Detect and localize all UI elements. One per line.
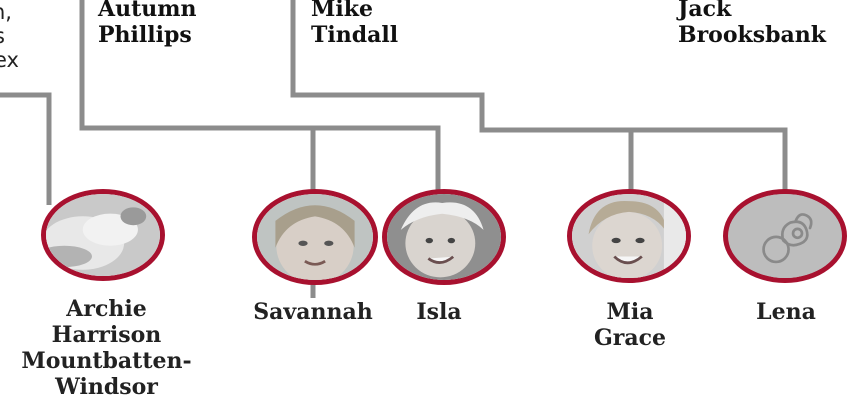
child-name-archie: Archie Harrison Mountbatten- Windsor [0, 296, 213, 400]
child-name-lena: Lena [724, 299, 848, 325]
parent-name-line: Brooksbank [678, 22, 827, 48]
parent-name-line: Tindall [311, 22, 399, 48]
pacifier-icon [729, 194, 841, 278]
connector-tindall [290, 0, 788, 190]
child-name-line: Mountbatten- [21, 348, 192, 374]
connector-archie [0, 92, 52, 205]
child-name-line: Isla [416, 299, 462, 325]
parent-label-autumn-phillips: Autumn Phillips [98, 0, 197, 48]
child-name-line: Mia [606, 299, 654, 325]
connector-phillips [79, 0, 441, 190]
photo-isla [382, 189, 506, 285]
child-name-line: Savannah [253, 299, 373, 325]
photo-lena-placeholder [723, 189, 847, 283]
parent-label-partial-line: ex [0, 48, 19, 72]
parent-label-jack-brooksbank: Jack Brooksbank [678, 0, 826, 48]
parent-name-line: Autumn [98, 0, 197, 22]
child-name-line: Lena [756, 299, 816, 325]
photo-archie [41, 189, 165, 281]
child-name-line: Grace [593, 325, 667, 351]
photo-mia-grace [567, 189, 691, 283]
parent-name-line: Phillips [98, 22, 192, 48]
child-name-line: Archie [66, 296, 147, 322]
parent-label-mike-tindall: Mike Tindall [311, 0, 398, 48]
child-name-line: Windsor [55, 374, 158, 400]
parent-label-partial-line: n, [0, 0, 12, 24]
child-name-isla: Isla [395, 299, 483, 325]
parent-label-partial-line: s [0, 24, 19, 48]
parent-name-line: Jack [678, 0, 732, 22]
child-name-line: Harrison [51, 322, 162, 348]
child-name-mia-grace: Mia Grace [570, 299, 690, 351]
parent-name-line: Mike [311, 0, 373, 22]
child-name-savannah: Savannah [236, 299, 390, 325]
photo-savannah [252, 189, 378, 285]
parent-label-partial: n, s ex [0, 0, 25, 72]
